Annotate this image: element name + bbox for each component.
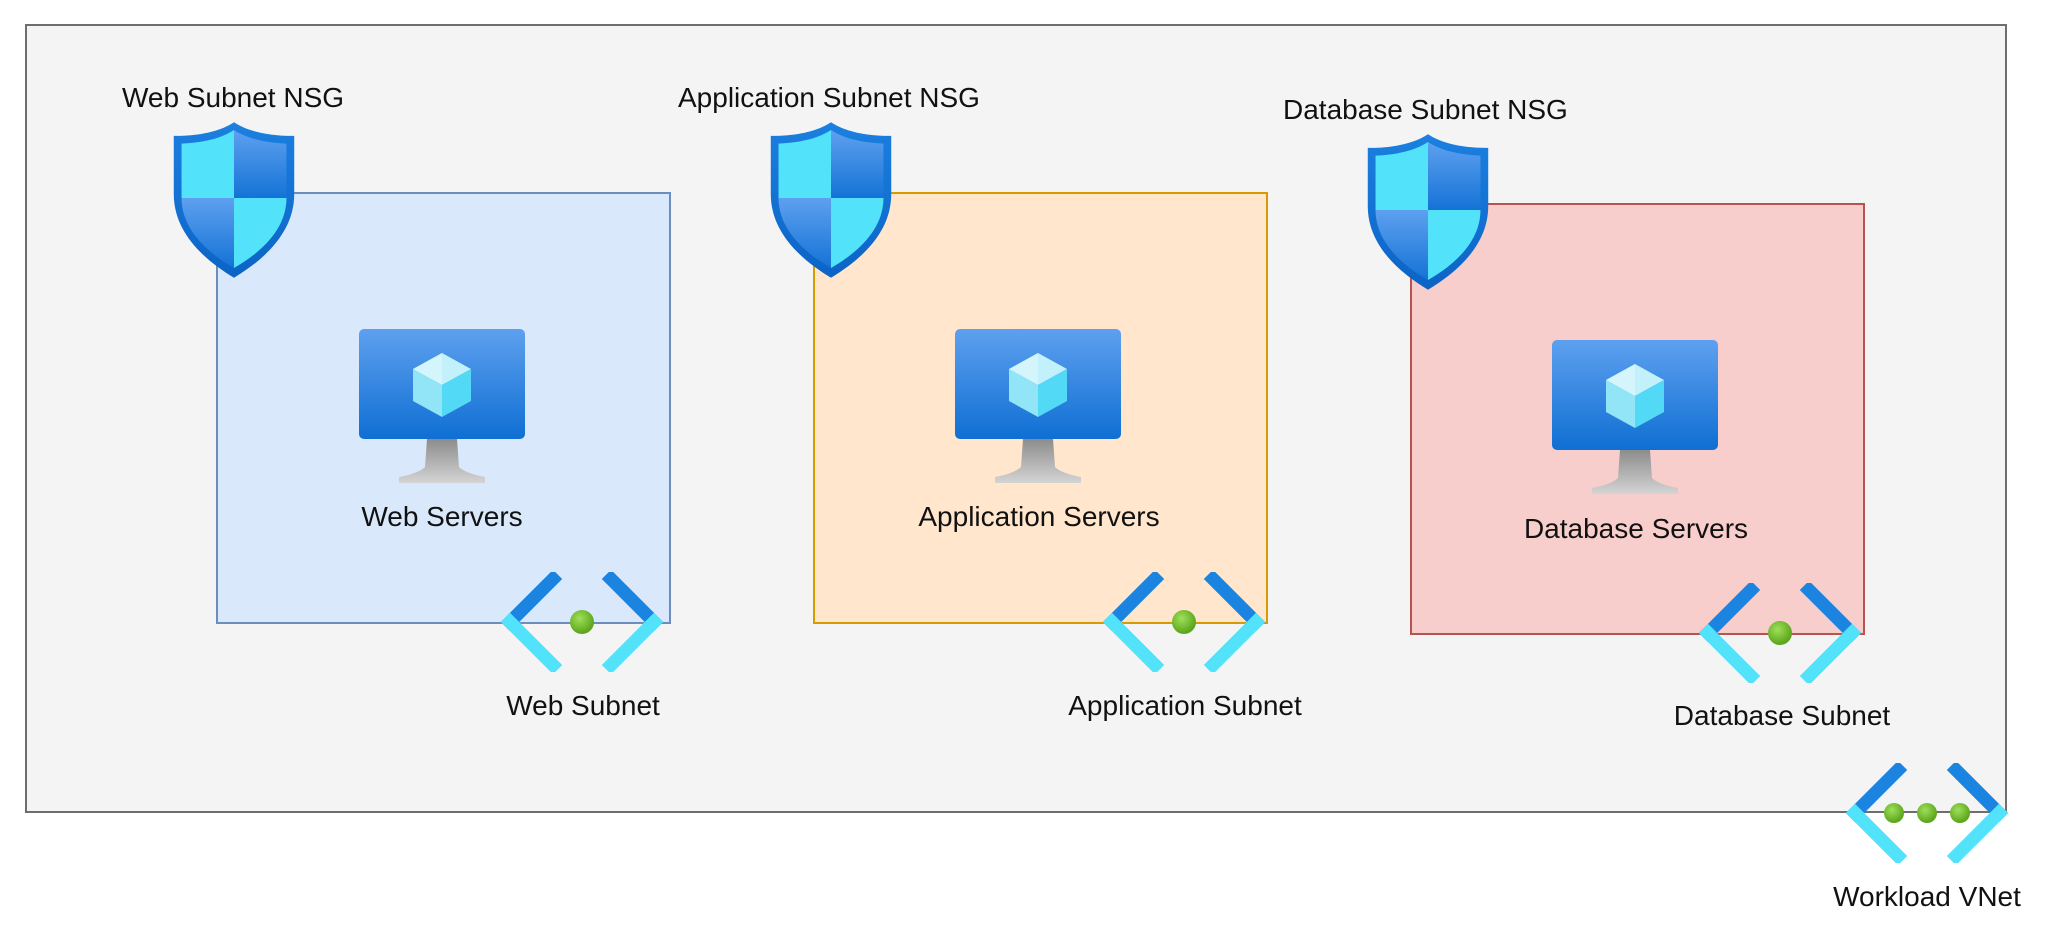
- application-subnet-icon: [1102, 572, 1266, 672]
- web-subnet-icon: [500, 572, 664, 672]
- application-subnet-label: Application Subnet: [1068, 690, 1302, 721]
- web-nsg-shield-icon: [166, 118, 302, 282]
- database-nsg-shield-icon: [1360, 130, 1496, 294]
- web-servers-vm-icon: [359, 329, 525, 483]
- application-nsg-shield-icon: [763, 118, 899, 282]
- workload-vnet-label: Workload VNet: [1833, 881, 2021, 912]
- application-servers-label: Application Servers: [918, 501, 1160, 532]
- web-servers-label: Web Servers: [361, 501, 523, 532]
- virtual-network-icon: [1845, 763, 2009, 863]
- database-subnet-nsg-label: Database Subnet NSG: [1283, 94, 1568, 125]
- application-subnet-nsg-label: Application Subnet NSG: [678, 82, 980, 113]
- application-servers-vm-icon: [955, 329, 1121, 483]
- database-subnet-icon: [1698, 583, 1862, 683]
- database-subnet-label: Database Subnet: [1673, 700, 1891, 731]
- database-servers-vm-icon: [1552, 340, 1718, 494]
- database-servers-label: Database Servers: [1523, 513, 1749, 544]
- web-subnet-nsg-label: Web Subnet NSG: [122, 82, 345, 113]
- web-subnet-label: Web Subnet: [506, 690, 660, 721]
